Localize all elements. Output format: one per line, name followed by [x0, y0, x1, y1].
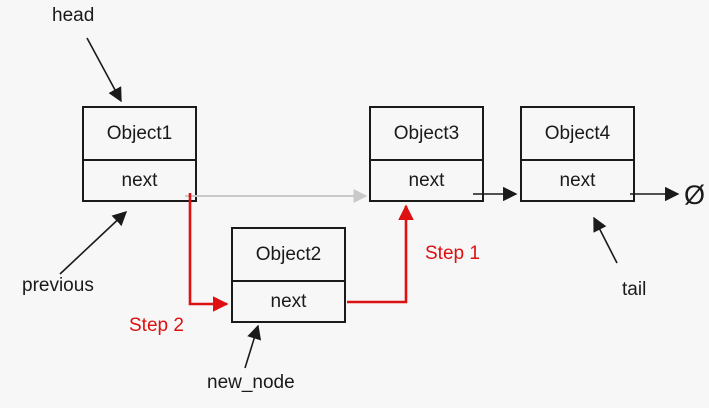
node-object3-next-field: next — [371, 159, 482, 200]
head-label: head — [52, 5, 95, 26]
node-object1-next-field: next — [84, 159, 195, 200]
node-object2-next-field: next — [233, 280, 344, 321]
tail-label: tail — [622, 279, 647, 300]
node-object1-title: Object1 — [106, 122, 173, 144]
node-object2-title: Object2 — [255, 243, 322, 265]
node-object3: Object3 next — [369, 106, 484, 202]
node-object4-next-field: next — [522, 159, 633, 200]
step1-label: Step 1 — [425, 243, 480, 264]
node-object1: Object1 next — [82, 106, 197, 202]
tail-arrow — [593, 216, 618, 264]
head-arrow — [86, 37, 122, 103]
previous-arrow — [59, 211, 128, 275]
step1-arrow — [347, 204, 414, 304]
new-node-label: new_node — [207, 372, 295, 393]
node-object4: Object4 next — [520, 106, 635, 202]
previous-label: previous — [22, 275, 94, 296]
step2-label: Step 2 — [129, 315, 184, 336]
node-object3-title: Object3 — [393, 122, 460, 144]
null-symbol: Ø — [684, 180, 706, 210]
new-node-arrow — [244, 324, 262, 369]
step2-arrow — [188, 193, 229, 312]
node-object4-title: Object4 — [544, 122, 611, 144]
node-object2: Object2 next — [231, 227, 346, 323]
